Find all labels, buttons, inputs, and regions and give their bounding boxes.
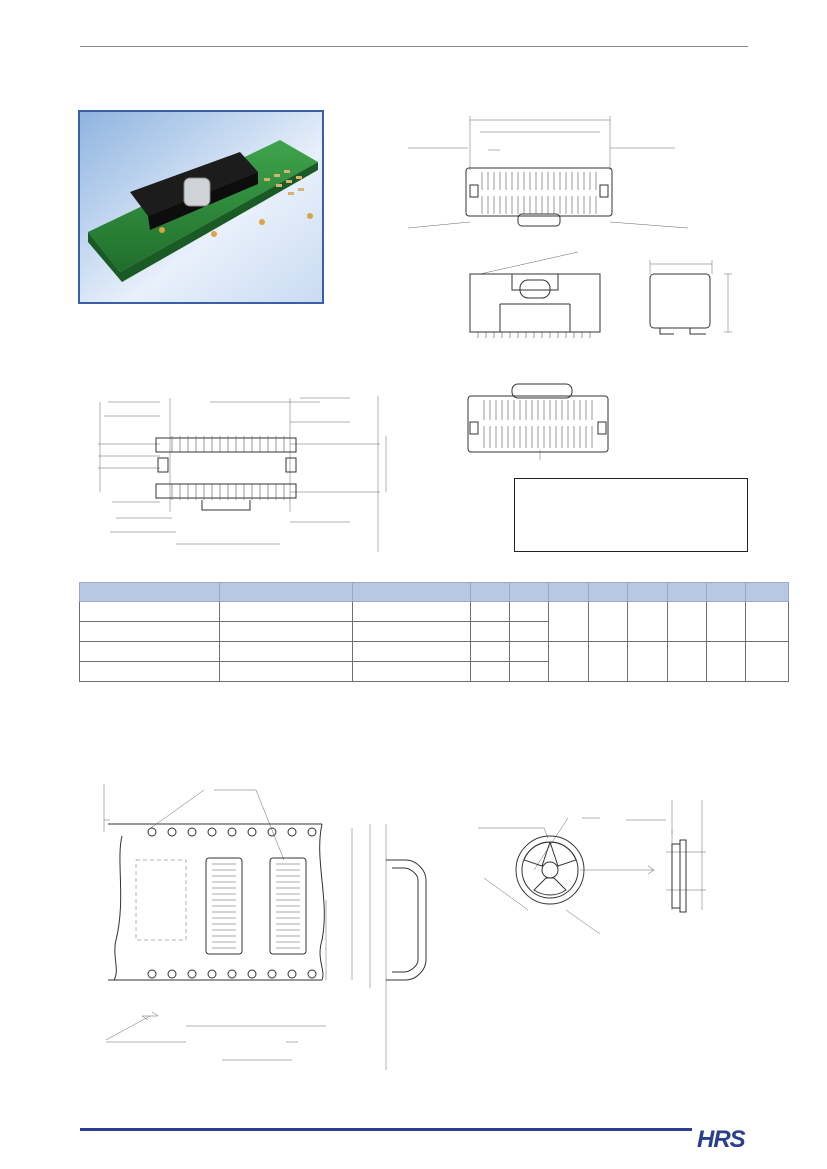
table-cell [219,641,353,662]
table-cell [745,641,789,682]
top-view-drawing [407,116,689,229]
bottom-view-drawing [467,383,609,460]
column-header [79,582,220,602]
table-cell [470,661,510,682]
table-row [79,601,789,642]
column-header [470,582,510,602]
table-cell [219,661,353,682]
pcb-layout-drawing [98,396,387,552]
table-cell [470,601,510,622]
table-cell [627,601,668,642]
table-cell [706,641,746,682]
column-header [627,582,668,602]
table-cell [509,621,549,642]
spec-table [79,582,789,682]
table-cell [79,601,220,622]
table-row [79,661,789,682]
table-cell [79,621,220,642]
table-cell [588,601,628,642]
table-cell [352,621,471,642]
table-row [79,641,789,682]
column-header [509,582,549,602]
column-header [588,582,628,602]
note-box [514,478,748,552]
column-header [706,582,746,602]
tape-packaging-drawing [103,784,427,1070]
table-cell [79,661,220,682]
connector-photo-image [80,112,322,302]
column-header [745,582,789,602]
table-row [79,621,789,642]
table-cell [509,661,549,682]
table-cell [352,641,471,662]
table-header-row [79,582,789,602]
header-rule [80,46,748,47]
table-cell [352,661,471,682]
product-photo [78,110,324,304]
table-cell [627,641,668,682]
table-cell [548,641,589,682]
table-cell [706,601,746,642]
table-cell [667,601,707,642]
footer-rule [80,1128,692,1131]
column-header [548,582,589,602]
column-header [219,582,353,602]
table-cell [219,621,353,642]
table-cell [470,641,510,662]
column-header [667,582,707,602]
table-cell [219,601,353,622]
table-cell [352,601,471,622]
table-cell [667,641,707,682]
column-header [352,582,471,602]
front-view-drawing [469,251,732,338]
table-cell [588,641,628,682]
table-cell [548,601,589,642]
hrs-logo: HRS [697,1126,746,1153]
table-cell [745,601,789,642]
table-cell [79,641,220,662]
table-cell [509,601,549,622]
table-cell [470,621,510,642]
reel-drawing [478,800,706,935]
table-cell [509,641,549,662]
